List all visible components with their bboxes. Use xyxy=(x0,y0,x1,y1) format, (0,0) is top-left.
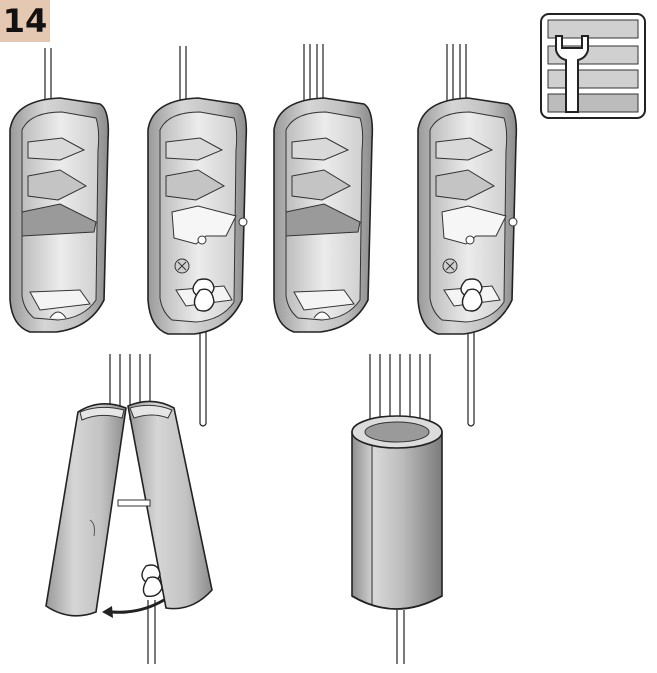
rotate-arrow-icon xyxy=(102,598,165,618)
rope-knot-icon xyxy=(460,278,483,312)
cable-housing-icon xyxy=(351,354,443,664)
step-number-badge: 14 xyxy=(0,0,50,42)
rope-knot-icon xyxy=(192,278,215,312)
cable-housing-icon xyxy=(45,354,213,664)
cable-housing-icon xyxy=(273,44,374,333)
cable-housing-icon xyxy=(417,44,518,427)
rope-knot-icon xyxy=(141,564,163,598)
cable-housing-icon xyxy=(9,48,110,333)
wrench-icon xyxy=(540,13,646,119)
step-number: 14 xyxy=(2,2,48,40)
cable-housing-icon xyxy=(147,46,248,427)
